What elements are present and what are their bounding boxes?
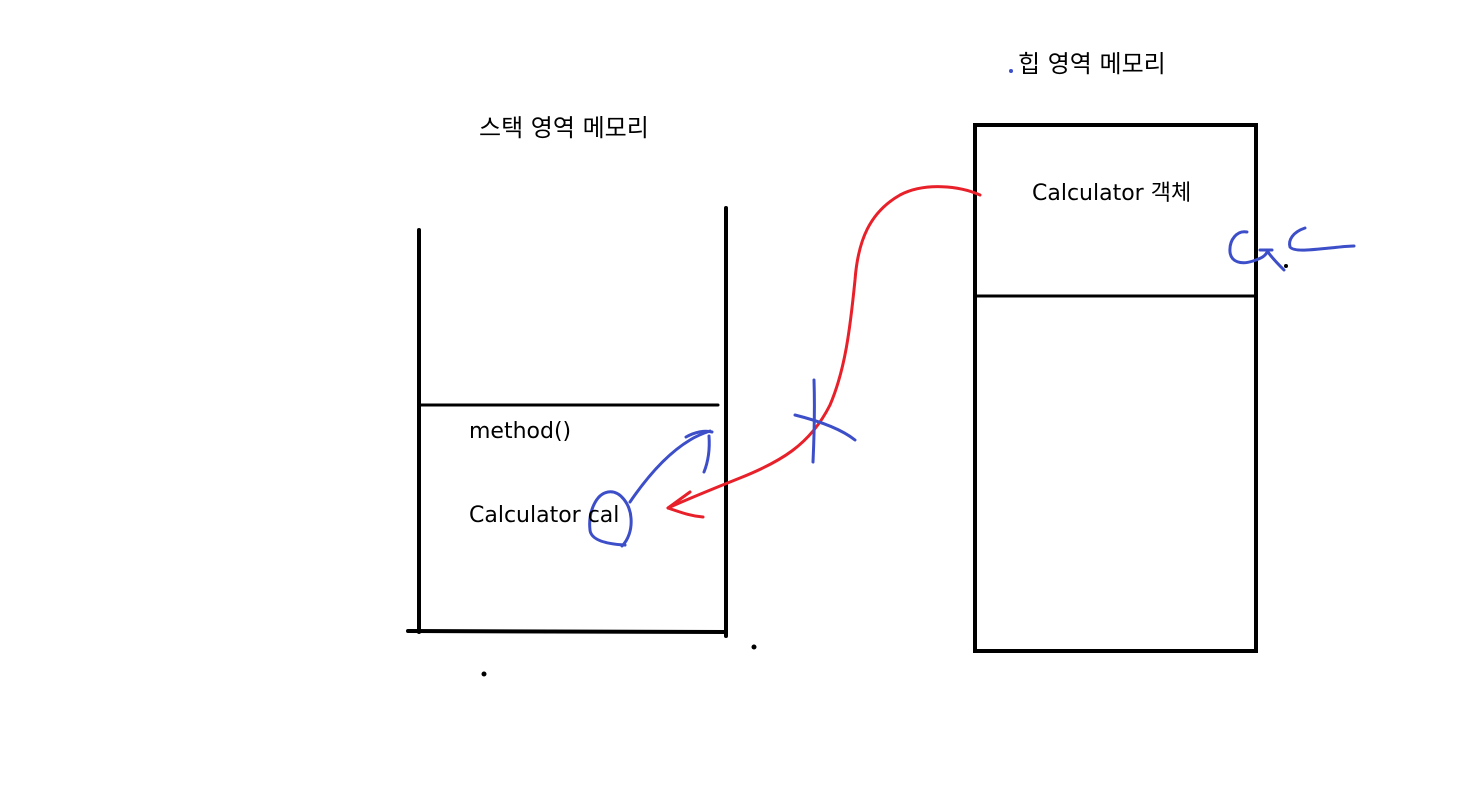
reference-arrow-head — [666, 490, 705, 519]
stack-frame-method: method() — [469, 419, 572, 444]
cal-upward-arrow-head — [684, 429, 714, 474]
stray-dot — [751, 644, 757, 650]
cal-upward-arrow — [628, 429, 712, 504]
stray-dot — [1284, 264, 1288, 268]
stack-container — [406, 206, 728, 638]
stray-dot-blue — [1009, 69, 1013, 73]
cal-circle — [588, 490, 633, 548]
heap-title: 힙 영역 메모리 — [1018, 50, 1166, 78]
gc-letter-c — [1288, 226, 1356, 252]
heap-box — [973, 123, 1258, 653]
stack-bottom — [406, 629, 728, 634]
gc-mark-text: GC — [1229, 224, 1288, 264]
gc-stroke — [1266, 250, 1286, 272]
gc-handwriting — [1228, 226, 1356, 272]
gc-letter-g — [1228, 230, 1274, 265]
cross-mark — [793, 378, 857, 464]
heap-object-label: Calculator 객체 — [1032, 181, 1192, 206]
stray-dot — [481, 671, 487, 677]
stack-frame-variable: Calculator cal — [469, 503, 620, 528]
reference-arrow-line — [666, 185, 982, 510]
stack-title: 스택 영역 메모리 — [479, 114, 649, 142]
reference-arrow — [666, 185, 982, 519]
cal-annotation — [588, 429, 714, 548]
heap-container — [973, 123, 1258, 653]
